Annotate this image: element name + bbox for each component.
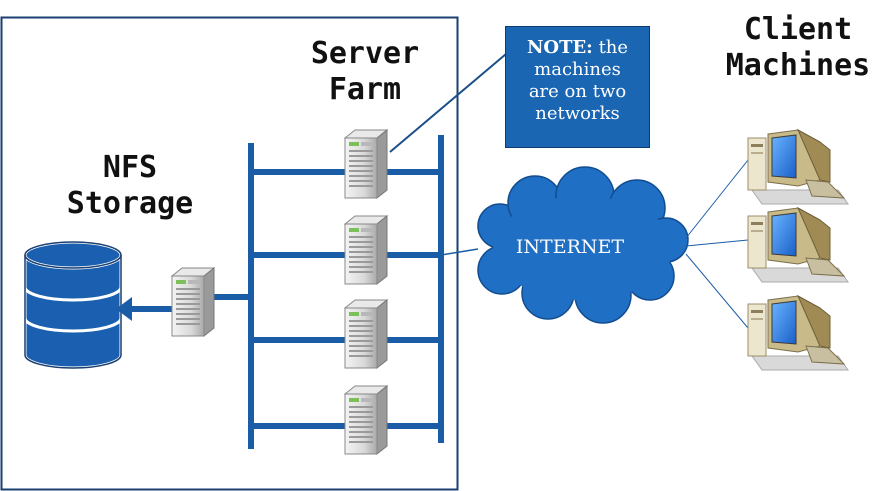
farm-server-1-icon — [344, 129, 388, 199]
nfs-label-line1: NFS — [102, 150, 158, 185]
server-room-boundary — [0, 16, 459, 491]
client-machine-1-icon — [747, 129, 849, 205]
farm-server-4-icon — [344, 385, 388, 455]
client-machines-label: Client Machines — [700, 12, 896, 84]
client-machine-2-icon — [747, 207, 849, 283]
nfs-server-icon — [171, 267, 215, 337]
farm-server-2-icon — [344, 215, 388, 285]
internet-link — [440, 248, 479, 256]
server-farm-network — [213, 135, 444, 449]
farm-server-3-icon — [344, 299, 388, 369]
note-text-1: the — [592, 37, 629, 58]
note-line1: NOTE: the — [506, 37, 649, 59]
server-label-line1: Server — [310, 36, 420, 71]
client-label-line2: Machines — [725, 48, 871, 83]
client-label-line1: Client — [743, 12, 853, 47]
note-bold: NOTE: — [526, 37, 593, 58]
internet-cloud-icon — [477, 166, 689, 324]
note-line3: are on two — [528, 80, 627, 102]
server-farm-label: Server Farm — [290, 36, 440, 108]
client-links — [685, 159, 749, 329]
server-label-line2: Farm — [328, 72, 402, 107]
nfs-storage-label: NFS Storage — [40, 150, 220, 222]
note-line2: machines — [534, 58, 621, 80]
note-line4: networks — [535, 102, 620, 124]
internet-label: INTERNET — [515, 236, 625, 258]
note-callout: NOTE: the machines are on two networks — [505, 26, 650, 148]
database-cylinder-icon — [23, 240, 123, 370]
note-pointer — [389, 53, 507, 153]
client-machine-3-icon — [747, 295, 849, 371]
nfs-label-line2: Storage — [66, 186, 194, 221]
